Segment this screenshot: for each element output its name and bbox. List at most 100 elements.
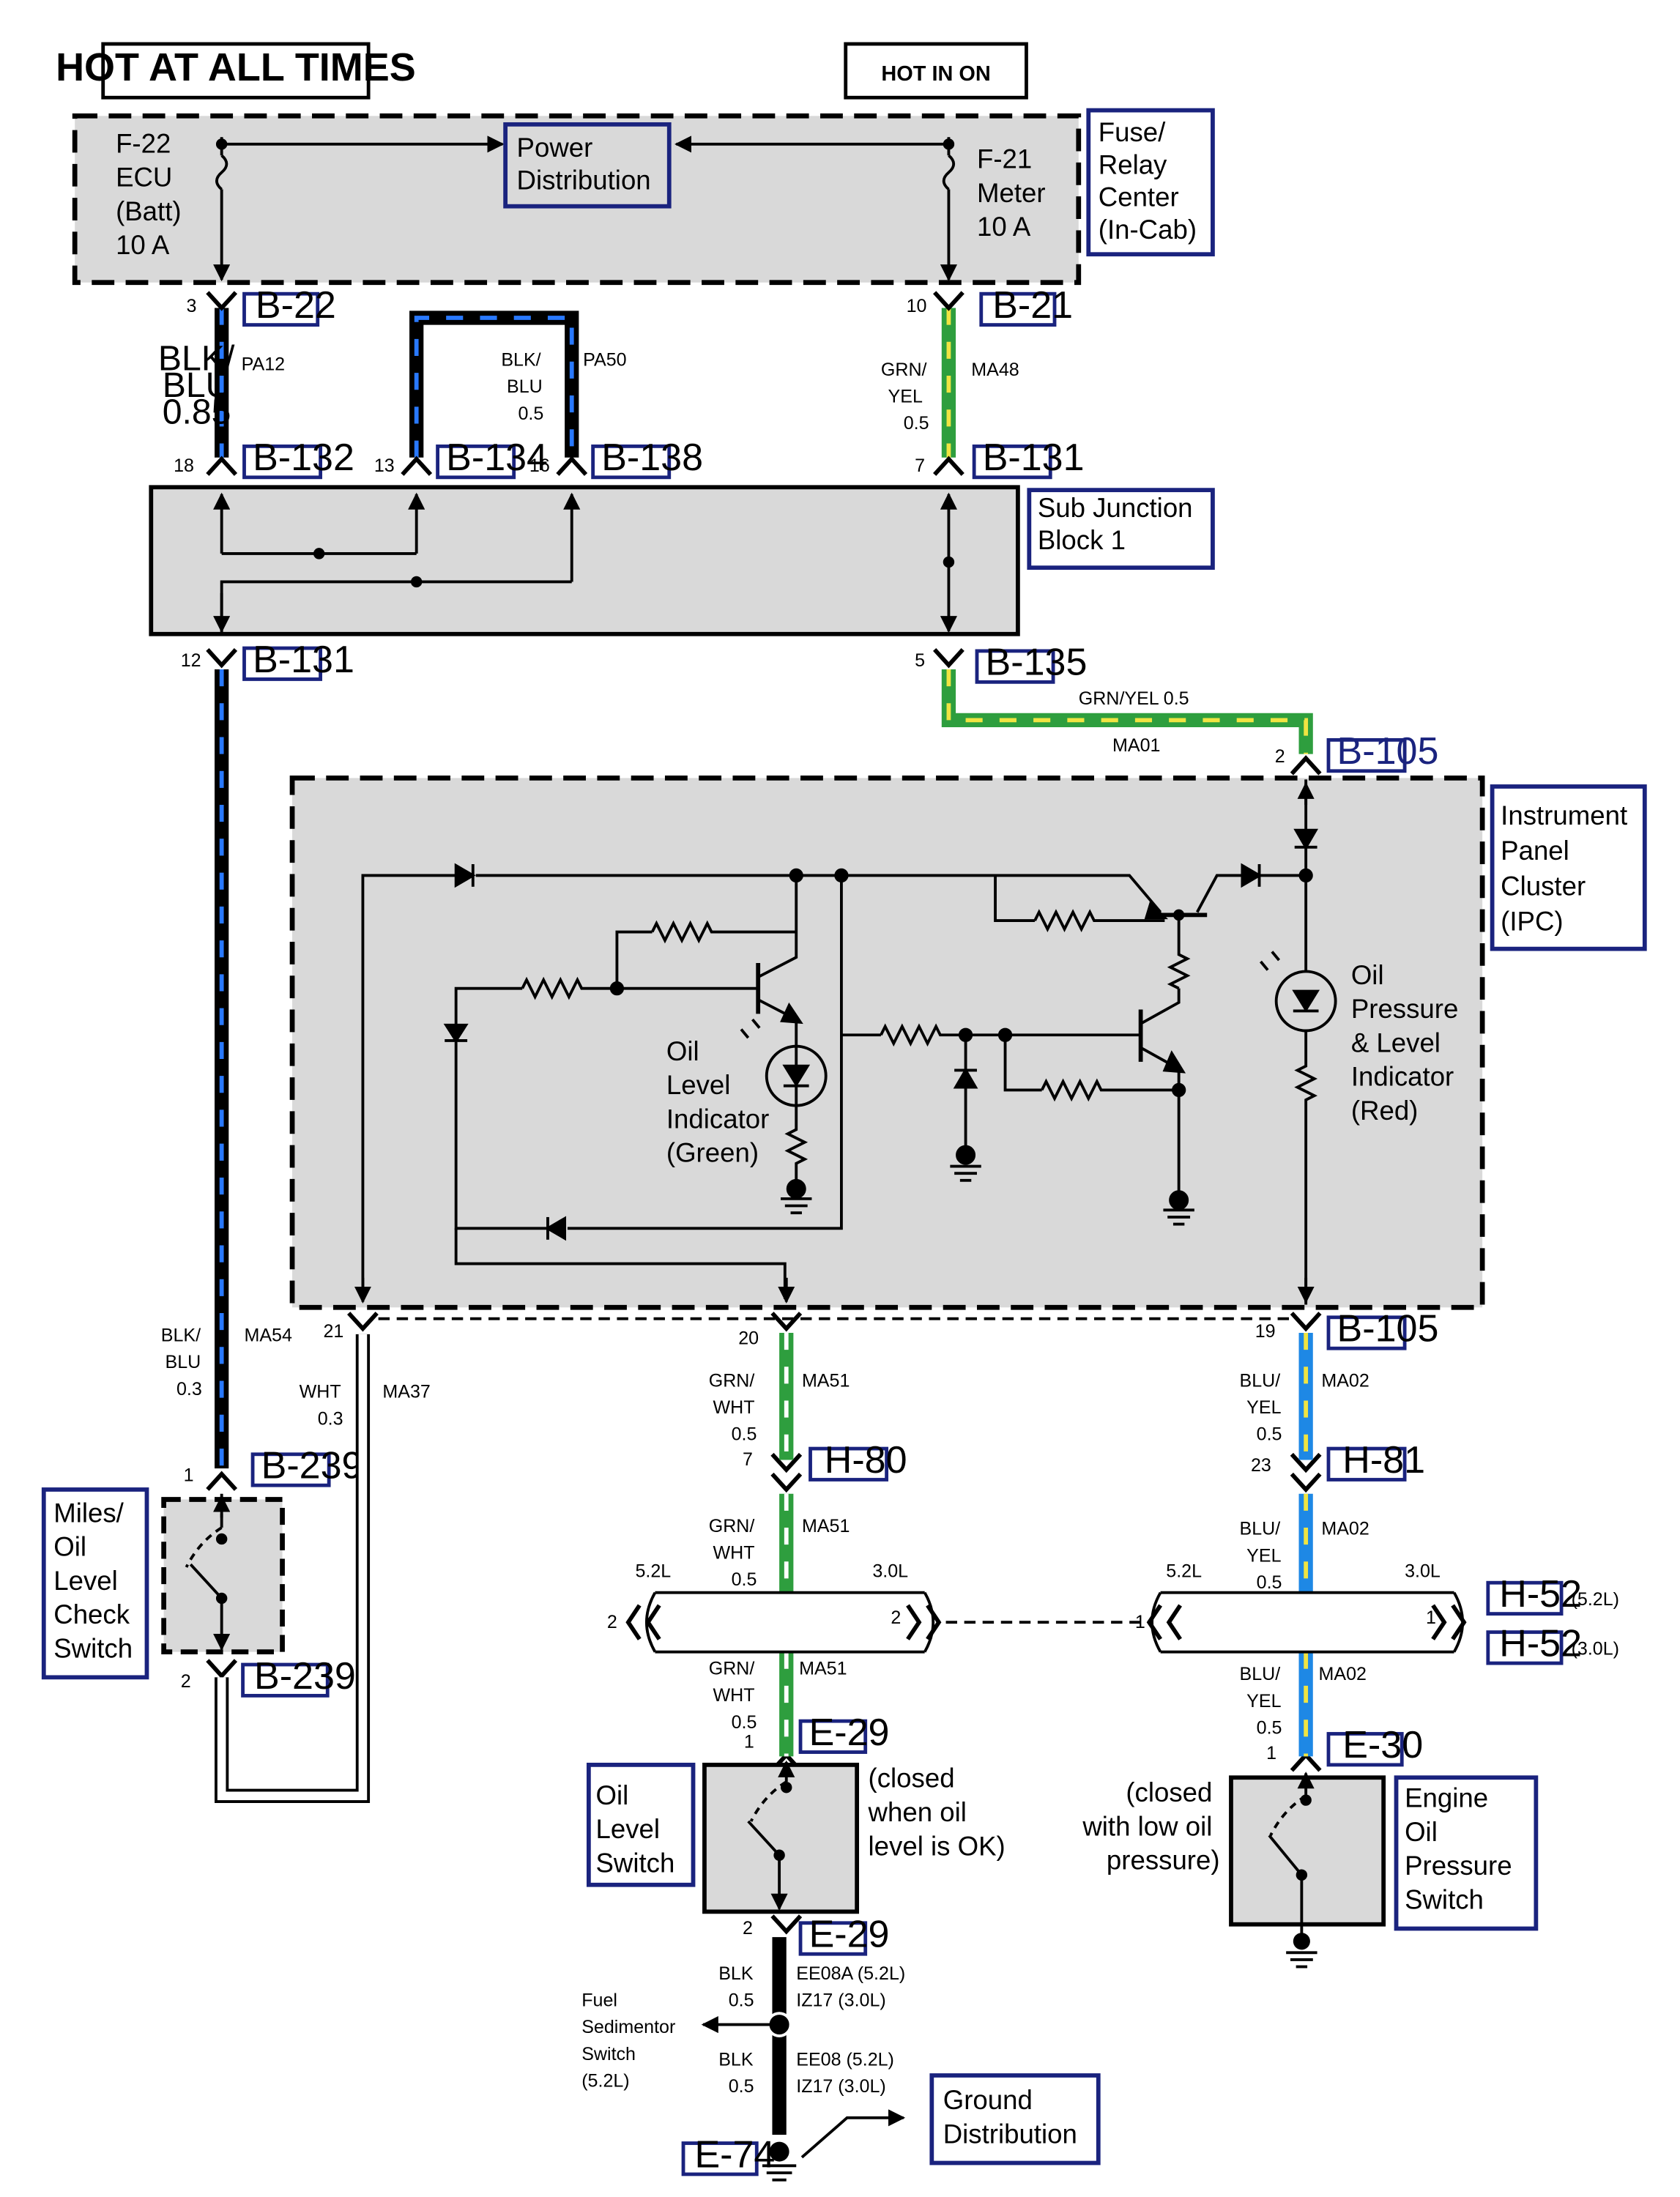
pin-1-harness-right: 1 (1426, 1607, 1436, 1628)
engine-label-3-0l-b: 3.0L (1405, 1561, 1441, 1582)
engine-label-3-0l-a: 3.0L (872, 1561, 908, 1582)
pin-3: 3 (186, 296, 196, 316)
fuel-sedimentor-label: Fuel Sedimentor Switch (5.2L) (581, 1990, 680, 2092)
oil-level-switch (702, 1760, 860, 1914)
connector-b105-bottom-label: B-105 (1337, 1308, 1439, 1350)
connector-e30-label: E-30 (1342, 1724, 1423, 1766)
wire-ma51-color-a: GRN/ WHT 0.5 (709, 1370, 760, 1444)
pin-18: 18 (174, 456, 194, 476)
wire-ma02-circuit-c: MA02 (1319, 1664, 1367, 1684)
header-hot-at-all-times: HOT AT ALL TIMES (56, 45, 416, 89)
connector-b131-label: B-131 (983, 436, 1085, 479)
connector-b132-label: B-132 (253, 436, 354, 479)
pin-1-b239: 1 (184, 1465, 194, 1485)
connector-b131-bottom-label: B-131 (253, 639, 354, 681)
wire-ma01 (941, 669, 1313, 754)
wire-ma37 (215, 1334, 371, 1803)
sub-junction-block (149, 485, 1020, 636)
harness-band-right (1146, 1591, 1467, 1654)
connector-h80-label: H-80 (825, 1439, 907, 1482)
wire-ee08-color: BLK 0.5 (718, 2049, 758, 2097)
wire-ma51-color-c: GRN/ WHT 0.5 (709, 1659, 760, 1733)
connector-b239-top-label: B-239 (261, 1445, 363, 1487)
wire-pa12-color: BLK/ BLU 0.85 (158, 338, 245, 431)
connector-e29-bottom-label: E-29 (809, 1914, 890, 1956)
pin-19: 19 (1255, 1321, 1276, 1342)
ipc-label: Instrument Panel Cluster (IPC) (1501, 800, 1635, 937)
fuse-f21-label: F-21 Meter 10 A (977, 144, 1053, 242)
wire-ma51-circuit-b: MA51 (802, 1516, 850, 1536)
engine-label-5-2l-a: 5.2L (635, 1561, 671, 1582)
wire-ma48-color: GRN/ YEL 0.5 (881, 360, 932, 434)
fuse-f22-label: F-22 ECU (Batt) 10 A (116, 128, 189, 260)
wire-ma02-circuit-a: MA02 (1321, 1370, 1369, 1391)
connector-h52-label-a: H-52 (1499, 1573, 1582, 1616)
fuse-relay-center: Power Distribution F-22 ECU (Batt) 10 A … (72, 113, 1082, 286)
connector-b135-label: B-135 (986, 642, 1088, 684)
ground-distribution-label: Ground Distribution (943, 2085, 1077, 2149)
wire-ee08a-color: BLK 0.5 (718, 1963, 758, 2011)
wire-ma51-circuit-c: MA51 (799, 1659, 847, 1679)
pin-5: 5 (915, 650, 925, 671)
wire-ma51-circuit-a: MA51 (802, 1370, 850, 1391)
connector-h52-label-b: H-52 (1499, 1622, 1582, 1665)
wire-ma02-color-c: BLU/ YEL 0.5 (1240, 1664, 1287, 1738)
wire-ma51-color-b: GRN/ WHT 0.5 (709, 1516, 760, 1590)
pin-1-e29: 1 (744, 1732, 754, 1752)
power-distribution-label: Power Distribution (517, 133, 651, 195)
wire-ma01-color: GRN/YEL 0.5 (1079, 688, 1189, 709)
connector-e74-label: E-74 (694, 2133, 775, 2176)
pin-10: 10 (907, 296, 927, 316)
oil-level-switch-label: Oil Level Switch (596, 1780, 675, 1878)
pin-1-e30: 1 (1266, 1743, 1276, 1763)
fuse-relay-center-label: Fuse/ Relay Center (In-Cab) (1099, 117, 1197, 245)
wire-ma02-color-a: BLU/ YEL 0.5 (1240, 1370, 1287, 1444)
pin-2-harness-left: 2 (607, 1612, 617, 1632)
pin-7: 7 (915, 456, 925, 476)
wire-ma54-color: BLK/ BLU 0.3 (161, 1326, 206, 1399)
sub-junction-label: Sub Junction Block 1 (1038, 493, 1200, 555)
connector-b105-label: B-105 (1337, 730, 1439, 773)
engine-oil-pressure-switch-note: (closed with low oil pressure) (1082, 1777, 1219, 1876)
pin-16: 16 (529, 456, 550, 476)
pin-2-b105: 2 (1275, 746, 1285, 767)
pin-2-harness-mid: 2 (891, 1607, 901, 1628)
harness-band-left (625, 1591, 942, 1654)
header-hot-in-on: HOT IN ON (881, 62, 990, 86)
wire-pa50-circuit: PA50 (583, 350, 626, 371)
h52-suffix-b: (3.0L) (1572, 1639, 1619, 1659)
pin-12: 12 (181, 650, 201, 671)
oil-level-indicator-label: Oil Level Indicator (Green) (666, 1036, 777, 1168)
wire-ma01-circuit: MA01 (1112, 735, 1160, 756)
connector-b239-bottom-label: B-239 (254, 1655, 356, 1698)
connector-b22-symbol (206, 291, 238, 311)
wire-ee08-circuit: EE08 (5.2L) IZ17 (3.0L) (796, 2049, 899, 2097)
connector-b22-label: B-22 (256, 284, 336, 327)
pin-23-h81: 23 (1251, 1455, 1271, 1476)
pin-20: 20 (738, 1328, 759, 1348)
wire-ma54-circuit: MA54 (244, 1326, 292, 1346)
connector-e29-top-label: E-29 (809, 1711, 890, 1754)
wire-ma02-circuit-b: MA02 (1321, 1519, 1369, 1539)
connector-b134-label: B-134 (446, 436, 548, 479)
pin-1-harness-mid: 1 (1135, 1612, 1145, 1632)
pin-2-e29: 2 (743, 1918, 753, 1938)
wire-ma02-color-b: BLU/ YEL 0.5 (1240, 1519, 1287, 1593)
wire-ma37-circuit: MA37 (382, 1382, 430, 1402)
h52-suffix-a: (5.2L) (1572, 1589, 1619, 1610)
engine-oil-pressure-switch-label: Engine Oil Pressure Switch (1405, 1783, 1520, 1915)
connector-h81-label: H-81 (1342, 1439, 1425, 1482)
instrument-panel-cluster: Oil Level Indicator (Green) Oil Pressure… (289, 776, 1485, 1310)
pin-2-b239: 2 (181, 1671, 191, 1692)
pin-13: 13 (374, 456, 395, 476)
connector-b138-label: B-138 (601, 436, 703, 479)
wire-ee08a-circuit: EE08A (5.2L) IZ17 (3.0L) (796, 1963, 910, 2011)
miles-oil-level-check-switch (161, 1493, 285, 1655)
power-distribution-box (503, 122, 672, 209)
wire-ma48-circuit: MA48 (971, 360, 1019, 380)
pin-7-h80: 7 (743, 1449, 753, 1470)
wire-ee08 (701, 1937, 906, 2182)
wire-pa50 (409, 311, 579, 458)
engine-oil-pressure-switch (1229, 1772, 1386, 1969)
